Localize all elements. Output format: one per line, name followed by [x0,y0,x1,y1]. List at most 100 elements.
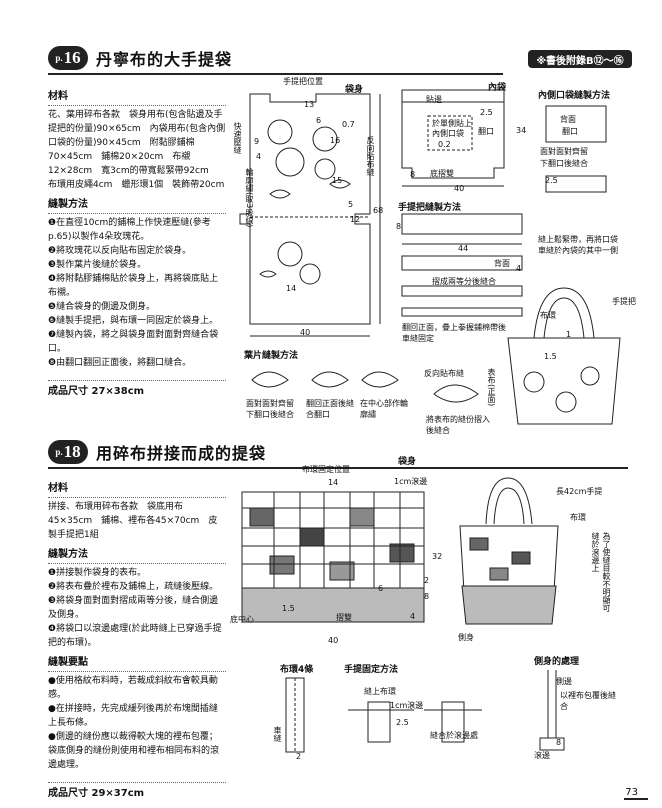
p16-step: ❶在直徑10cm的鋪棉上作快速壓縫(參考p.65)以製作4朵玫瑰花。 [48,218,211,242]
dim-8: 8 [410,170,416,179]
outline-stitch-label: 輪廓繡(取3股線) [245,168,254,228]
p18-text-column: 材料 拼接、布環用碎布各款 袋底用布45×35cm 鋪棉、裡布各45×70cm … [48,476,226,801]
p16-step: ❺縫合袋身的側邊及側身。 [48,302,156,312]
dim-68: 68 [373,206,384,215]
p16-materials: 花、葉用碎布各款 袋身用布(包含貼邊及手提把的份量)90×65cm 內袋用布(包… [48,110,226,190]
lining-40: 40 [454,184,465,193]
p18-point: ●側邊的縫份應以裁得較大塊的裡布包覆；袋底側身的縫份則使用和裡布相同布料的滾邊處… [48,732,220,770]
attach-dim: 2.5 [396,718,409,727]
pocket-fold-label: 翻口 [562,127,578,136]
bottom-fold-label: 底摺雙 [430,169,454,178]
leaf-step-3: 在中心部作輪廓繡 [360,399,408,419]
p16-rule [48,73,503,75]
p18-dim-40: 40 [328,636,339,645]
side-step-3: 滾邊 [534,751,550,760]
handle-step-2: 翻回正面，疊上拳握鋪棉帶後車縫固定 [402,323,506,343]
bag-handle-label: 手提把 [612,297,636,306]
p16-title: 丹寧布的大手提袋 [96,50,233,69]
p16-steps-heading: 縫製方法 [48,198,226,214]
p18-step: ❶拼接製作袋身的表布。 [48,568,147,578]
inner-pocket-25: 2.5 [545,176,558,185]
p18-rule [48,467,628,469]
side-step-2: 以裡布包覆後縫合 [560,691,616,711]
leaf-heading: 葉片縫製方法 [244,351,299,361]
dim-07: 0.7 [342,120,355,129]
handle-44: 44 [458,244,469,253]
body-label: 袋身 [345,85,364,95]
page-number: 73 [625,787,638,798]
finished-bag-illustration [507,287,621,425]
attach-heading: 手提固定方法 [344,665,399,675]
p18-dim-2: 2 [424,576,430,585]
bag-dim-1: 1 [566,330,572,339]
attach-step-2: 1cm滾邊 [390,701,424,710]
pocket-back-label: 背面 [560,115,576,124]
p18-materials: 拼接、布環用碎布各款 袋底用布45×35cm 鋪棉、裡布各45×70cm 皮製手… [48,502,218,540]
p16-text-column: 材料 花、葉用碎布各款 袋身用布(包含貼邊及手提把的份量)90×65cm 內袋用… [48,84,226,399]
dim-34: 34 [516,126,527,135]
p18-finished-size: 成品尺寸 29×37cm [48,782,226,801]
dim-40: 40 [300,328,311,337]
dim-16: 16 [330,136,341,145]
handle-4: 4 [516,264,522,273]
handle-8: 8 [396,222,402,231]
reverse-applique-label: 反向貼布縫 [366,136,375,176]
leaf-applique-diagram [433,384,479,403]
dim-25: 2.5 [480,108,493,117]
p18-finished-tote [459,477,559,625]
p18-body-label: 袋身 [398,457,417,467]
handle-position-label: 手提把位置 [283,77,323,86]
p18-title: 用碎布拼接而成的提袋 [96,444,267,463]
p18-dim-15: 1.5 [282,604,295,613]
inner-pocket-step-2: 下翻口後縫合 [540,159,588,168]
dim-14: 14 [286,284,297,293]
p18-point: ●使用格紋布料時，若裁成斜紋布會較具動感。 [48,676,218,700]
p18-points-heading: 縫製要點 [48,656,226,672]
dim-5: 5 [348,200,354,209]
p16-step: ❹將附黏膠鋪棉貼於袋身上，再將袋底貼上布襯。 [48,274,219,298]
p18-dim-4: 4 [410,612,416,621]
handle-heading: 手提把縫製方法 [398,203,462,213]
p18-header: p.18 用碎布拼接而成的提袋 [48,440,266,464]
pocket-opening: 翻口 [478,127,494,136]
p16-body-pattern-diagram [239,93,381,337]
p16-step: ❽由翻口翻回正面後，將翻口縫合。 [48,358,192,368]
dim-12: 12 [350,215,361,224]
leaf-step-4: 反向貼布縫 [424,369,464,378]
p18-materials-heading: 材料 [48,482,226,498]
side-heading: 側身的處理 [534,657,580,667]
dim-6: 6 [316,116,322,125]
loop-position-label: 布環固定位置 [302,465,350,474]
quilt-label: 快速壓縫 [233,122,242,154]
loop-diagram [285,677,305,753]
p18-dim-32: 32 [432,552,443,561]
p18-page-badge: p.18 [48,440,88,464]
leaf-diagram [251,371,399,388]
side-step-1: 側邊 [556,677,572,686]
side-diagram [539,670,565,751]
dim-9: 9 [254,137,260,146]
inner-pocket-step-1: 面對面對齊留 [540,147,588,156]
loop-4-heading: 布環4條 [280,665,314,675]
side-dim-8: 8 [556,738,562,747]
p18-dim-8: 8 [424,592,430,601]
handle-step-1: 摺成兩等分後縫合 [432,277,496,286]
pocket-02: 0.2 [438,140,451,149]
tote-handle-label: 長42cm手提 [556,487,603,496]
attach-step-3: 縫合於滾邊處 [430,731,478,740]
tote-side-label: 側身 [458,633,474,642]
p16-header: p.16 丹寧布的大手提袋 [48,46,232,70]
handle-back-label: 背面 [494,259,510,268]
tote-note: 為了使縫目較不明顯可縫於滾邊上 [591,532,611,612]
p18-steps-heading: 縫製方法 [48,548,226,564]
pocket-note-2: 內側口袋 [432,129,464,138]
p16-step: ❼縫製內袋，將之與袋身面對面對齊縫合袋口。 [48,330,219,354]
p16-page-badge: p.16 [48,46,88,70]
loop-dim-2: 2 [296,752,302,761]
leaf-step-2: 翻回正面後縫合翻口 [306,399,354,419]
p18-point: ●在拼接時，先完成緩列後再於布塊間插縫上長布條。 [48,704,218,728]
appendix-tag: ※書後附錄B⑫～⑯ [528,50,632,68]
handle-diagram [401,213,523,317]
p18-step: ❹將袋口以滾邊處理(於此時縫上已穿過手提把的布環)。 [48,624,222,648]
lining-diagram [401,89,505,187]
